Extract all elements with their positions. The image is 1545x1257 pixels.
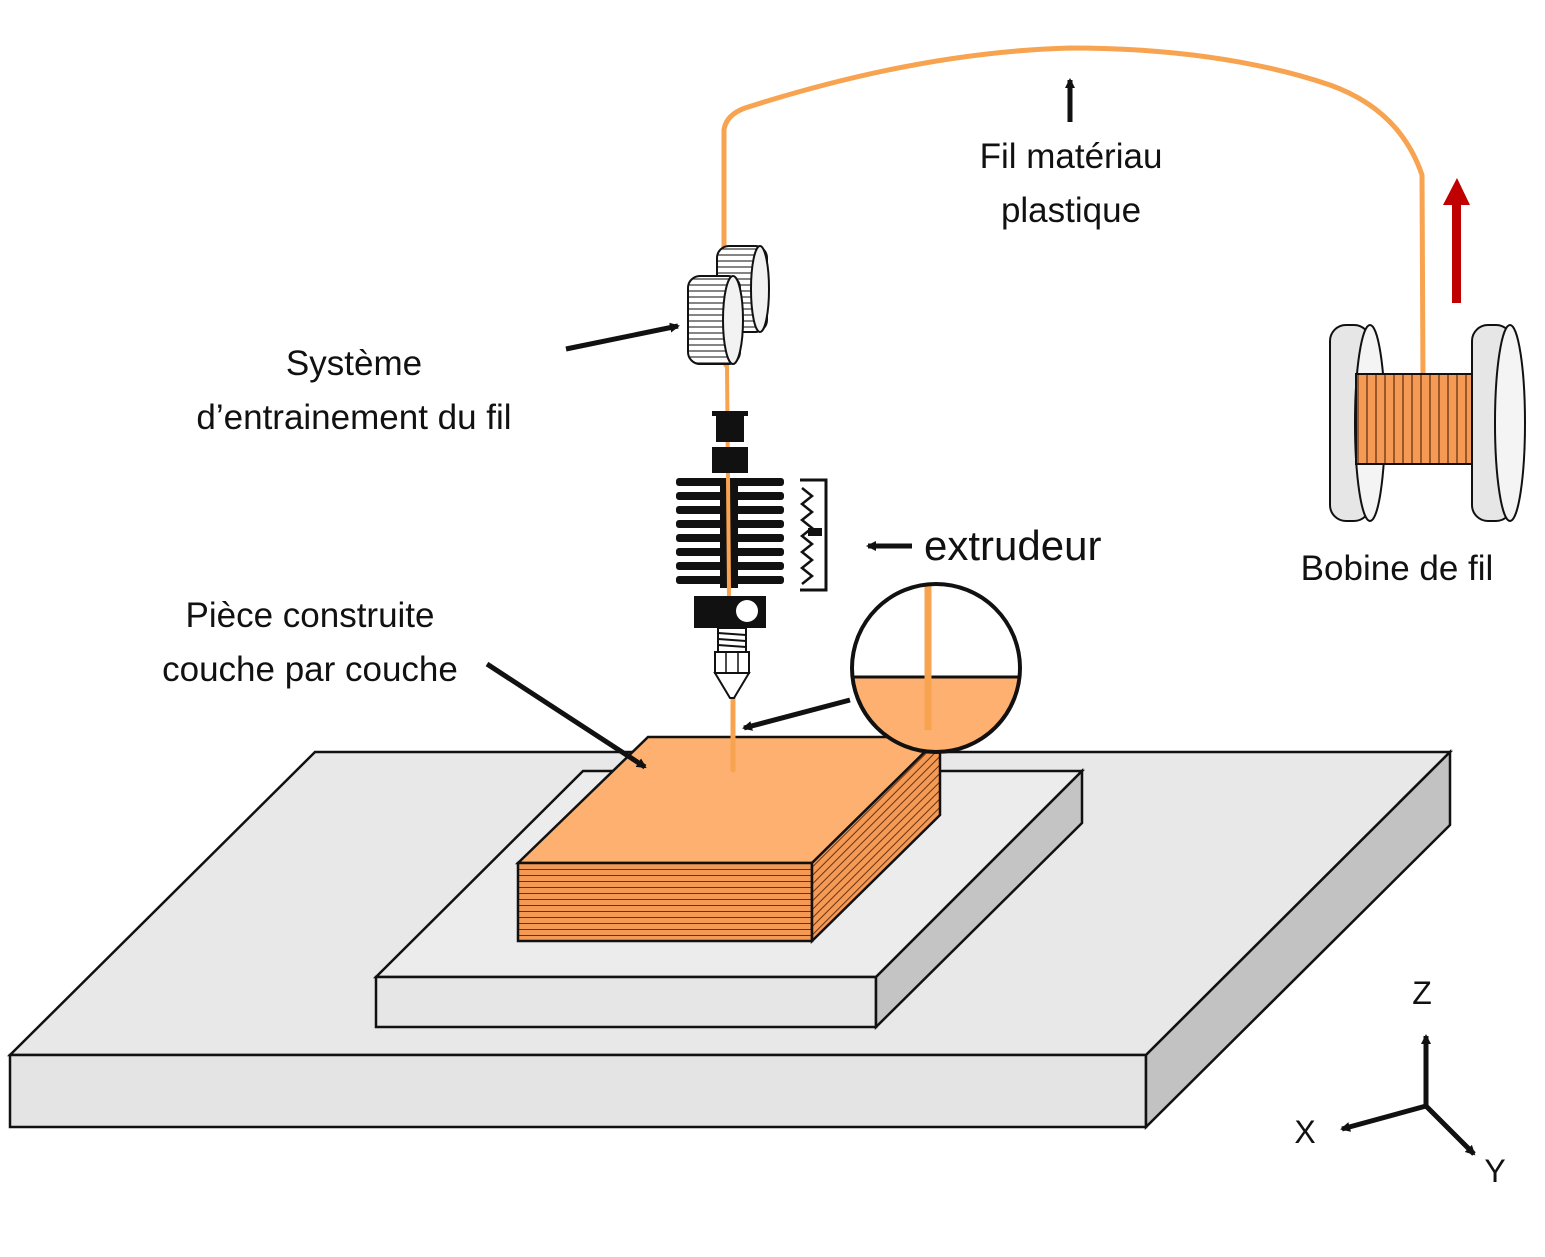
filament-label-line2: plastique bbox=[1001, 191, 1141, 230]
part-label-line1: Pièce construite bbox=[185, 596, 434, 635]
extruder-assembly bbox=[676, 411, 828, 699]
filament-label-line1: Fil matériau bbox=[980, 137, 1163, 176]
spool-icon bbox=[1329, 324, 1526, 522]
drive-label-line2: d’entrainement du fil bbox=[196, 398, 511, 437]
axis-z-label: Z bbox=[1412, 975, 1432, 1011]
drive-gear-icon bbox=[687, 245, 770, 365]
drive-arrow bbox=[565, 322, 680, 352]
axes-triad-icon: Z X Y bbox=[1294, 975, 1505, 1189]
axis-x-label: X bbox=[1294, 1114, 1315, 1150]
magnifier-icon bbox=[850, 582, 1022, 754]
nozzle-icon bbox=[713, 627, 751, 699]
extruder-label: extrudeur bbox=[924, 522, 1101, 569]
pointer-arrows bbox=[485, 78, 1470, 770]
spool-direction-arrow-red bbox=[1443, 178, 1470, 303]
cooling-fan-icon bbox=[799, 478, 828, 592]
filament-path bbox=[721, 45, 1426, 773]
part-arrow bbox=[485, 661, 647, 770]
magnifier-arrow bbox=[742, 697, 851, 731]
built-part bbox=[514, 734, 944, 944]
drive-label-line1: Système bbox=[286, 344, 422, 383]
axis-y-label: Y bbox=[1484, 1153, 1505, 1189]
spool-label: Bobine de fil bbox=[1301, 549, 1494, 588]
part-label-line2: couche par couche bbox=[162, 650, 458, 689]
